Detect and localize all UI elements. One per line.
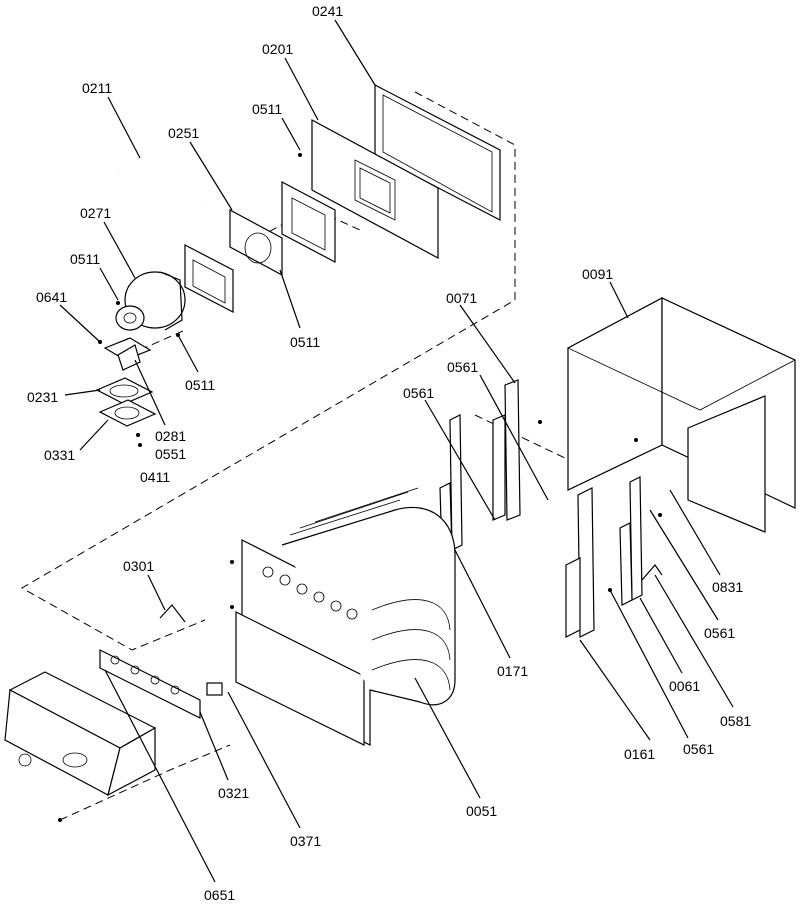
callout-labels: 0241 0201 0211 0511 0251 0271 0511 0641 … (27, 3, 751, 903)
label-0561-left: 0561 (403, 385, 434, 401)
gasket-0231 (95, 377, 154, 405)
clip-0301 (159, 604, 186, 623)
label-0561-right: 0561 (704, 625, 735, 641)
label-0561-upper: 0561 (447, 359, 478, 375)
screws (58, 153, 662, 822)
heat-exchanger-0051 (235, 487, 456, 746)
label-0581: 0581 (720, 713, 751, 729)
label-0831: 0831 (712, 579, 743, 595)
panel-0201 (311, 118, 439, 260)
hose-0211 (117, 161, 204, 222)
label-0511-top: 0511 (252, 101, 282, 117)
label-0271: 0271 (80, 205, 111, 221)
label-0201: 0201 (262, 41, 293, 57)
leader-lines (59, 19, 734, 883)
label-0371: 0371 (290, 833, 321, 849)
bracket-0161 (565, 487, 595, 638)
cabinet-0091 (567, 297, 796, 533)
label-0251: 0251 (168, 125, 199, 141)
label-0561-bottom: 0561 (683, 741, 714, 757)
label-0281: 0281 (155, 428, 186, 444)
label-0231: 0231 (27, 389, 58, 405)
label-0301: 0301 (123, 558, 154, 574)
sensor-0371 (206, 682, 223, 696)
gasket-0241 (374, 84, 501, 221)
label-0641: 0641 (36, 289, 67, 305)
label-0511-gasket: 0511 (185, 377, 215, 393)
label-0091: 0091 (582, 266, 613, 282)
blower-gasket (184, 244, 234, 313)
label-0061: 0061 (669, 678, 700, 694)
label-0171: 0171 (497, 663, 528, 679)
label-0511-plate: 0511 (290, 334, 320, 350)
burner-plate-0321 (99, 649, 201, 719)
label-0211: 0211 (82, 80, 112, 96)
bracket-0071 (492, 379, 521, 521)
heat-exchanger-ports (262, 566, 358, 620)
flue-fitting-0281 (103, 337, 152, 371)
label-0551: 0551 (155, 446, 186, 462)
burner-box-0651 (4, 671, 157, 797)
label-0161: 0161 (624, 746, 655, 762)
blower-motor-0271 (115, 271, 186, 331)
label-0331: 0331 (44, 447, 75, 463)
label-0511-blower: 0511 (70, 251, 100, 267)
clip-0581 (641, 564, 663, 581)
gasket-frame (281, 181, 336, 263)
label-0051: 0051 (466, 803, 497, 819)
label-0651: 0651 (204, 887, 235, 903)
label-0411: 0411 (140, 469, 170, 485)
label-0071: 0071 (446, 290, 477, 306)
bracket-0061 (619, 476, 643, 606)
label-0241: 0241 (312, 3, 343, 19)
gasket-0331 (98, 399, 157, 427)
plate-0251 (229, 208, 283, 277)
label-0321: 0321 (218, 785, 249, 801)
